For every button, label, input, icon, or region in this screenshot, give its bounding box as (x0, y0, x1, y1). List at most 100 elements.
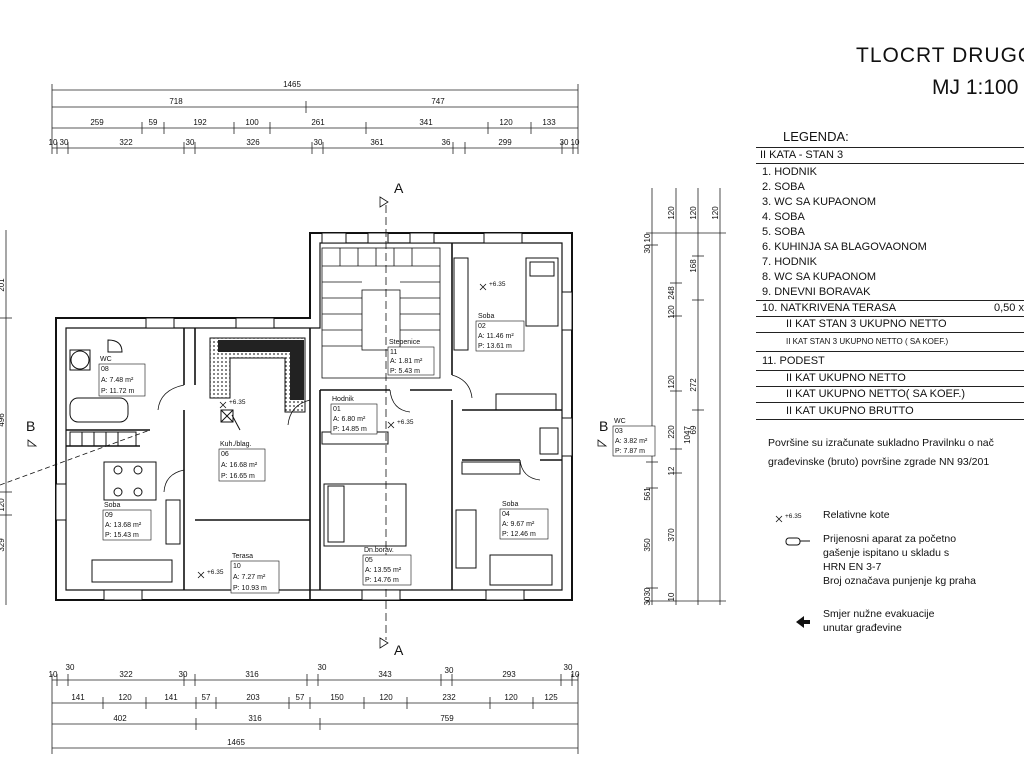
dim-label: 100 (245, 118, 259, 127)
legend-total-netto: II KAT STAN 3 UKUPNO NETTO (786, 318, 947, 330)
dim-label: 220 (667, 425, 676, 439)
room-area: A: 6.80 m² (333, 416, 366, 423)
right-dimension-lines (646, 188, 726, 605)
room-perimeter: P: 10.93 m (233, 585, 267, 592)
level-marks: +6.35 +6.35 +6.35 +6.35 +6.35 (197, 281, 802, 579)
room-name: Soba (502, 501, 518, 508)
dim-label: 168 (689, 259, 698, 273)
room-perimeter: P: 15.43 m (105, 532, 139, 539)
dim-label: 316 (245, 670, 259, 679)
room-number: 04 (502, 511, 510, 518)
room-area: A: 11.46 m² (478, 333, 514, 340)
dim-label: 57 (202, 693, 211, 702)
legend-rule (756, 370, 1024, 371)
dim-label: 30 (179, 670, 188, 679)
level-mark: +6.35 (479, 281, 506, 291)
dim-label: 232 (442, 693, 456, 702)
legend-rule (756, 419, 1024, 420)
dim-label: 57 (296, 693, 305, 702)
room-stepenice: Stepenice 11 A: 1.81 m² P: 5.43 m (387, 339, 435, 376)
text-line: Prijenosni aparat za početno (823, 533, 957, 545)
staircase (321, 247, 441, 379)
level-value: +6.35 (229, 399, 246, 406)
dim-label: 120 (379, 693, 393, 702)
interior-walls (66, 243, 562, 600)
legend-heading: LEGENDA: (783, 129, 849, 144)
dim-label: 561 (643, 487, 652, 501)
left-dimension-lines (0, 230, 12, 605)
legend-item: 1. HODNIK (762, 166, 818, 178)
text-line: unutar građevine (823, 622, 902, 634)
legend-item: 8. WC SA KUPAONOM (762, 271, 877, 283)
room-perimeter: P: 14.76 m (365, 577, 399, 584)
dim-label: 261 (311, 118, 325, 127)
dim-label: 203 (246, 693, 260, 702)
dim-label: 322 (119, 138, 133, 147)
room-dnboravak: Dn.borav. 05 A: 13.55 m² P: 14.76 m (362, 547, 412, 586)
section-mark-a: A (394, 642, 404, 658)
room-name: Kuh./blag. (220, 441, 252, 448)
dim-label: 10 (643, 233, 652, 242)
dim-label: 120 (504, 693, 518, 702)
room-name: Terasa (232, 553, 253, 560)
dim-label: 12 (667, 466, 676, 475)
top-dimension-labels: 1465 718 747 259 59 192 100 261 341 120 … (49, 80, 580, 147)
section-marks: A A B B (26, 180, 608, 658)
legend-item: 7. HODNIK (762, 256, 818, 268)
dim-label: 30 (66, 663, 75, 672)
room-perimeter: P: 14.85 m (333, 426, 367, 433)
text-line: gašenje ispitano u skladu s (823, 547, 950, 559)
legend-rule (756, 332, 1024, 333)
legend-kat-netto: II KAT UKUPNO NETTO (786, 372, 906, 384)
dim-label: 141 (71, 693, 85, 702)
room-hodnik: Hodnik 01 A: 6.80 m² P: 14.85 m (330, 396, 378, 435)
legend-terasa-coef: 0,50 x (994, 302, 1024, 314)
dim-label: 120 (118, 693, 132, 702)
dim-label: 201 (0, 278, 6, 292)
drawing-title: TLOCRT DRUGO (856, 44, 1024, 67)
room-area: A: 7.27 m² (233, 574, 266, 581)
dim-label: 326 (246, 138, 260, 147)
legend-rule (756, 316, 1024, 317)
legend-rule (756, 402, 1024, 403)
text-line: HRN EN 3-7 (823, 561, 882, 573)
dim-label: 10 (667, 592, 676, 601)
level-value: +6.35 (785, 513, 802, 520)
dim-label: 361 (370, 138, 384, 147)
room-soba-left: Soba 09 A: 13.68 m² P: 15.43 m (102, 502, 152, 541)
dim-label: 1465 (283, 80, 301, 89)
room-number: 01 (333, 406, 341, 413)
symbol-extinguisher-text: Prijenosni aparat za početno gašenje isp… (823, 532, 976, 588)
dim-label: 133 (542, 118, 556, 127)
dim-label: 120 (667, 206, 676, 220)
room-number: 03 (615, 428, 623, 435)
legend-podest: 11. PODEST (762, 355, 825, 367)
legend-rule (756, 386, 1024, 387)
dim-label: 150 (330, 693, 344, 702)
dim-label: 10 (571, 670, 580, 679)
legend-item: 10. NATKRIVENA TERASA (762, 302, 897, 314)
room-name: Soba (104, 502, 120, 509)
dim-label: 30 (643, 596, 652, 605)
room-perimeter: P: 16.65 m (221, 473, 255, 480)
room-area: A: 9.67 m² (502, 521, 535, 528)
extinguisher-icon (785, 537, 810, 546)
dim-label: 30 (314, 138, 323, 147)
bottom-dimension-lines (51, 674, 579, 754)
room-soba-right: Soba 04 A: 9.67 m² P: 12.46 m (499, 501, 549, 540)
level-mark: +6.35 (387, 419, 414, 429)
furniture (91, 257, 559, 586)
room-perimeter: P: 13.61 m (478, 343, 512, 350)
room-area: A: 13.68 m² (105, 522, 142, 529)
dim-label: 30 (564, 663, 573, 672)
dim-label: 120 (711, 206, 720, 220)
room-labels: WC 08 A: 7.48 m² P: 11.72 m Kuh./blag. 0… (98, 313, 656, 594)
room-perimeter: P: 7.87 m (615, 448, 645, 455)
dim-label: 402 (113, 714, 127, 723)
dim-label: 341 (419, 118, 433, 127)
room-perimeter: P: 11.72 m (101, 388, 135, 395)
bottom-dimension-labels: 10 30 322 30 316 30 343 30 293 30 10 141… (49, 663, 580, 747)
legend-rule (756, 147, 1024, 148)
dim-label: 1047 (683, 426, 692, 444)
